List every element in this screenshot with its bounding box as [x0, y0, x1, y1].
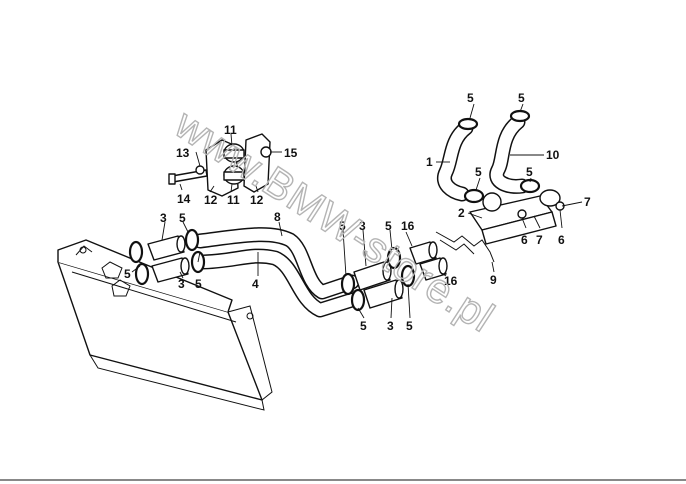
pump-housing	[469, 189, 565, 245]
callout-7-right: 7	[584, 195, 591, 209]
callout-5-mid-top: 5	[339, 219, 346, 233]
support-9	[435, 231, 495, 263]
clamps-mid	[340, 246, 416, 312]
callout-1: 1	[426, 155, 433, 169]
callout-2: 2	[458, 206, 465, 220]
callout-3-mid-bottom: 3	[387, 319, 394, 333]
hose-sleeve-lower-left	[151, 257, 190, 283]
callout-16-top: 16	[401, 219, 415, 233]
callout-11-bottom: 11	[227, 193, 240, 207]
callout-9: 9	[490, 273, 497, 287]
callout-3-mid-top: 3	[359, 219, 366, 233]
clamps-left	[128, 228, 206, 286]
callout-10: 10	[546, 148, 560, 162]
callout-15: 15	[284, 146, 298, 160]
callout-11-top: 11	[224, 123, 237, 137]
callout-5-mid-bottom-left: 5	[360, 319, 367, 333]
hose-sleeve-upper-left	[147, 235, 186, 261]
callout-5-top-left: 5	[467, 91, 474, 105]
hose-8	[192, 227, 360, 300]
callout-3-left-lower: 3	[178, 277, 185, 291]
hose-1	[437, 120, 474, 202]
callout-12-left: 12	[204, 193, 218, 207]
callout-5-right-mid-left: 5	[475, 165, 482, 179]
hose-sleeve-mid-upper	[353, 261, 392, 291]
callout-4: 4	[252, 277, 259, 291]
callout-5-left-upper: 5	[179, 211, 186, 225]
callout-5-top-right: 5	[518, 91, 525, 105]
connectors-16	[409, 241, 448, 281]
callout-16-bottom: 16	[444, 274, 458, 288]
clamps-right	[457, 109, 541, 204]
hose-4	[192, 248, 360, 318]
callouts: 5 5 1 10 5 5 2 7 6 7 6 9 11 11 13 15 14 …	[124, 91, 591, 333]
callout-14: 14	[177, 192, 191, 206]
callout-5-mid-top-right: 5	[385, 219, 392, 233]
hose-10	[489, 114, 530, 194]
callout-12-right: 12	[250, 193, 264, 207]
callout-5-left-mid: 5	[195, 277, 202, 291]
callout-5-mid-bottom-right: 5	[406, 319, 413, 333]
callout-6-left: 6	[521, 233, 528, 247]
leader-lines	[131, 103, 583, 319]
callout-5-right-mid-right: 5	[526, 165, 533, 179]
callout-5-left-lower: 5	[124, 267, 131, 281]
callout-6-right: 6	[558, 233, 565, 247]
callout-3-left-upper: 3	[160, 211, 167, 225]
callout-8: 8	[274, 210, 281, 224]
callout-13: 13	[176, 146, 190, 160]
callout-7-left: 7	[536, 233, 543, 247]
hose-sleeve-mid-lower	[363, 279, 404, 309]
bracket-assembly	[168, 133, 272, 197]
